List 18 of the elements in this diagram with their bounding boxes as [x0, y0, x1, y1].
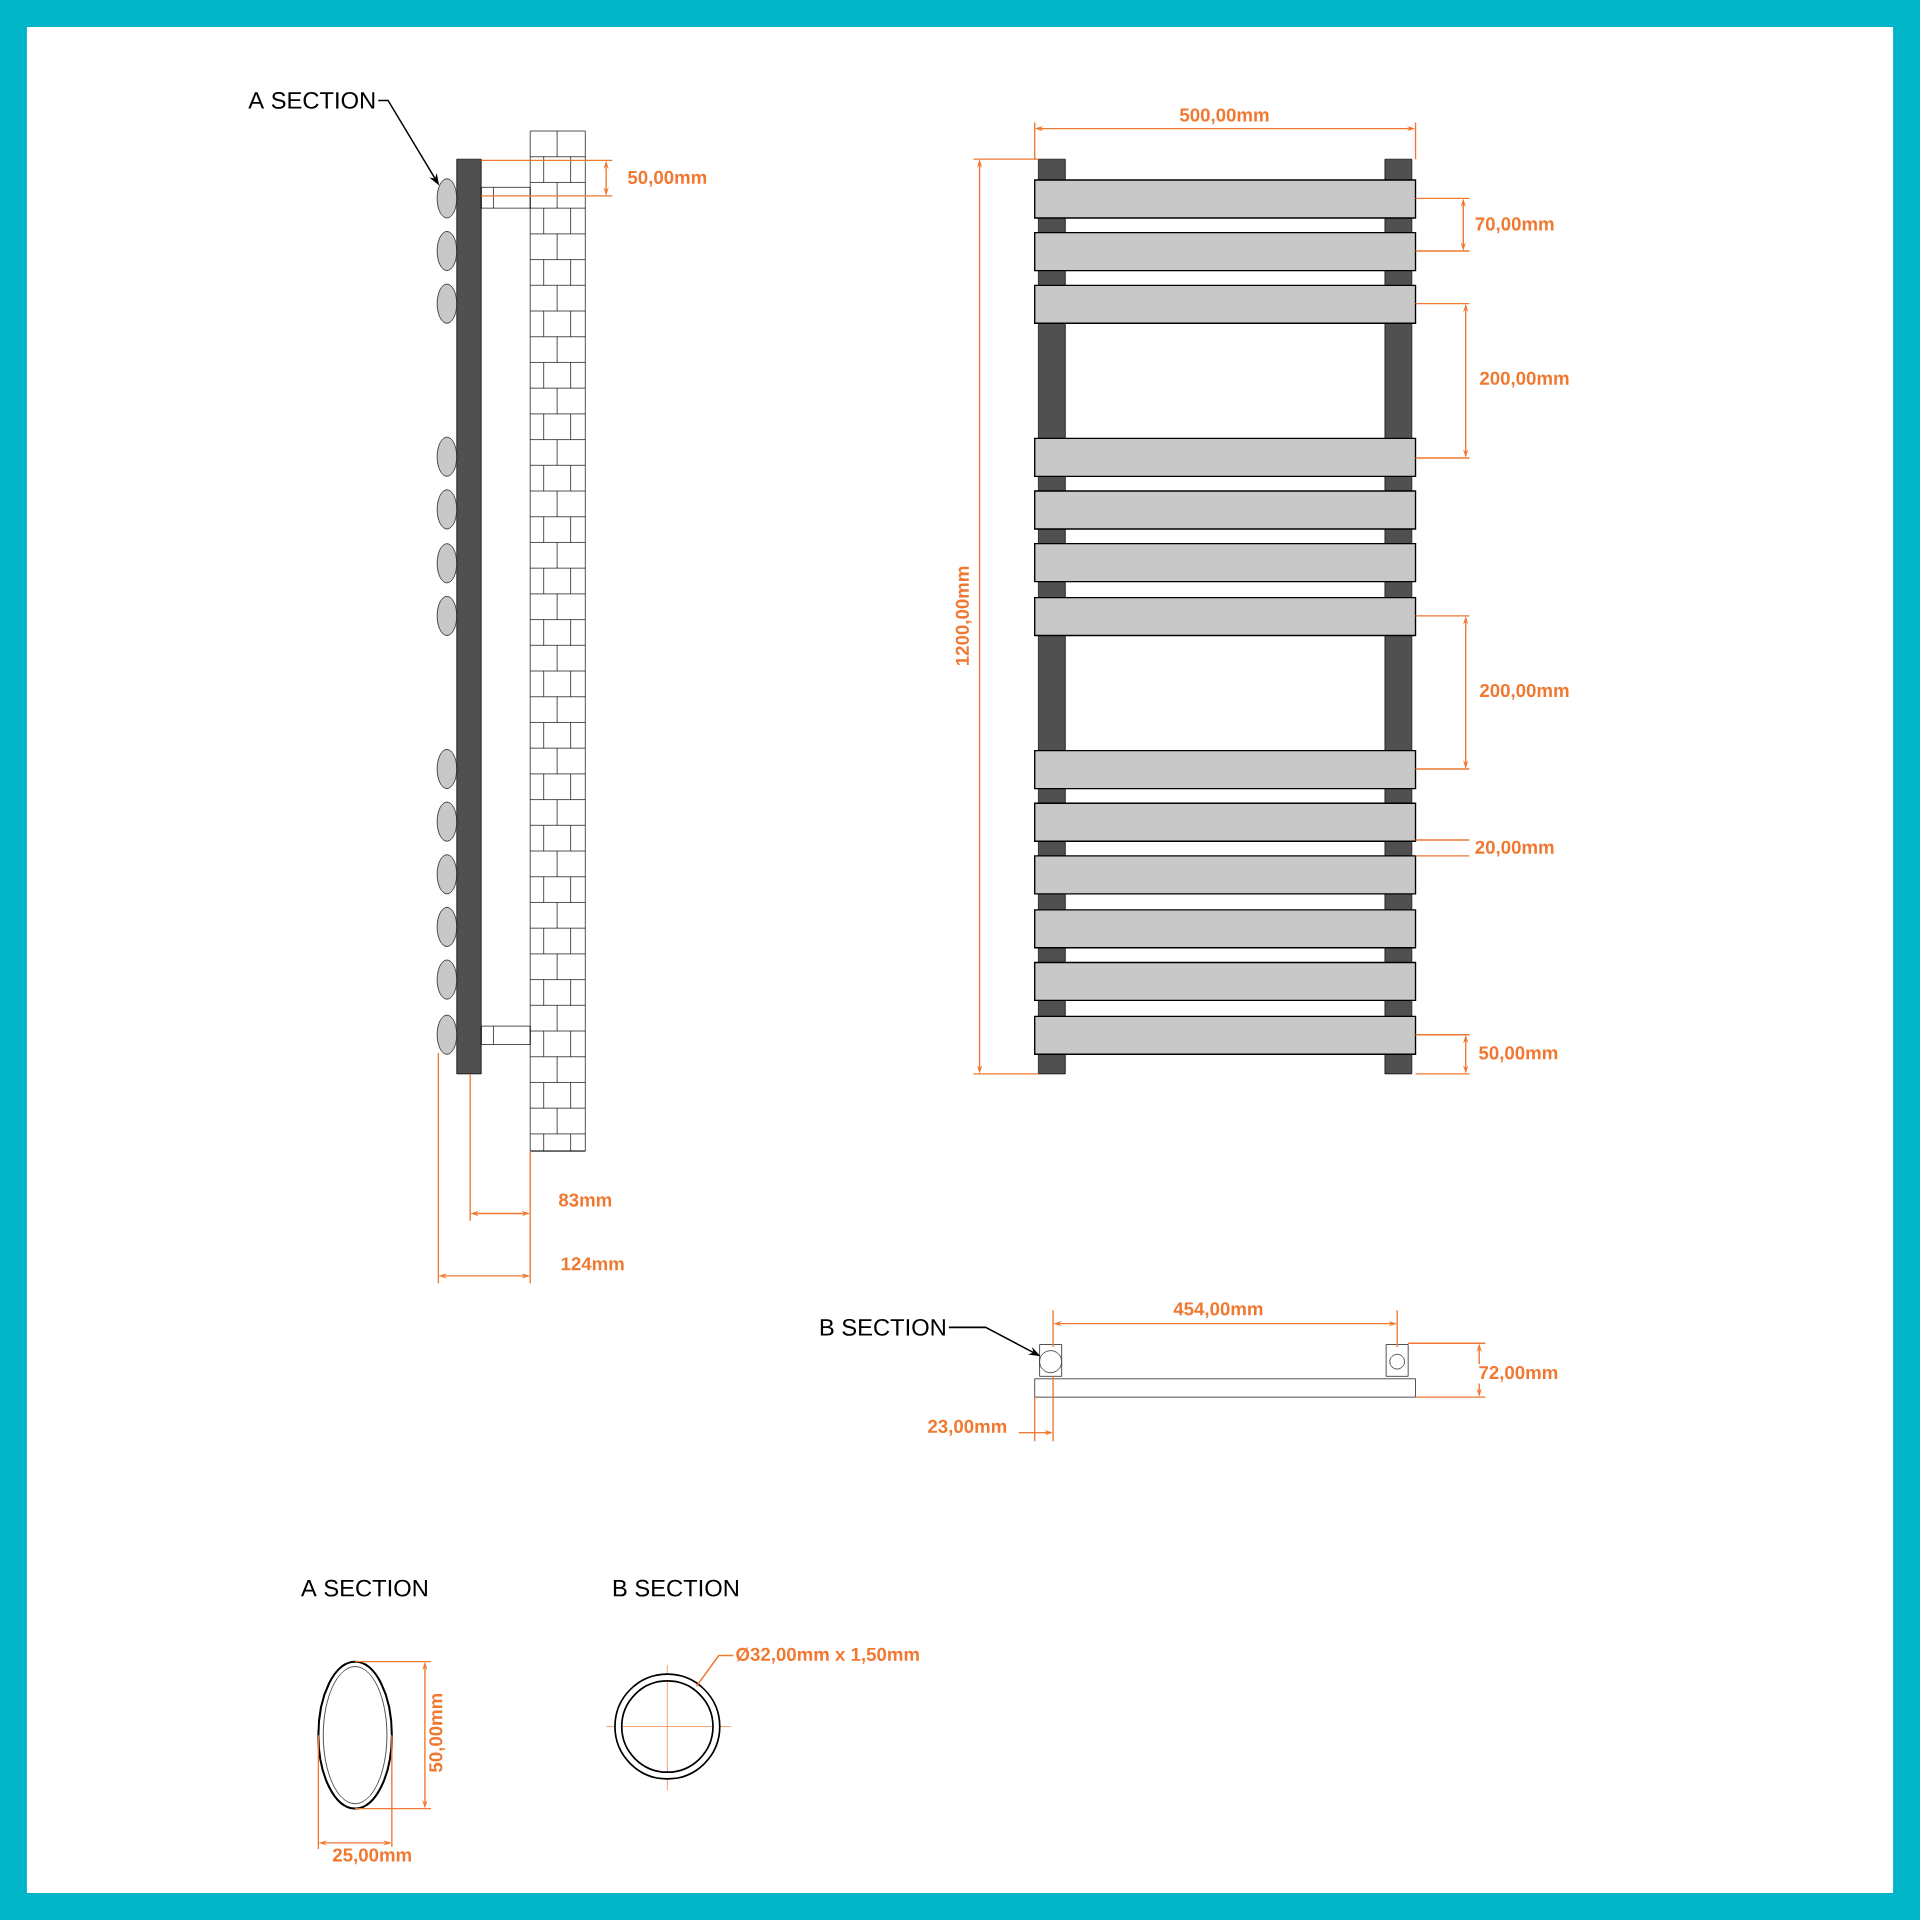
dimension-label: 70,00mm	[1473, 215, 1557, 235]
tube-oval	[436, 178, 458, 219]
section-heading: A SECTION	[301, 1579, 427, 1597]
section-label: A SECTION	[248, 92, 375, 109]
dimension-label: 23,00mm	[925, 1418, 1009, 1438]
dimension-label: 1200,00mm	[954, 563, 974, 668]
round-tube-section	[614, 1673, 721, 1780]
dimension-label: 50,00mm	[427, 1691, 447, 1775]
section-label: B SECTION	[820, 1318, 945, 1336]
pipe-circle	[1039, 1350, 1062, 1373]
section-heading: B SECTION	[613, 1579, 738, 1597]
leader-line	[695, 1654, 735, 1687]
dimension-label: Ø32,00mm x 1,50mm	[736, 1647, 919, 1664]
dimension-label: 200,00mm	[1477, 682, 1572, 702]
dimension-label: 72,00mm	[1476, 1364, 1560, 1384]
dimension-label: 124mm	[558, 1255, 627, 1272]
dimension-label: 50,00mm	[625, 169, 709, 189]
dimension-label: 20,00mm	[1473, 838, 1557, 859]
